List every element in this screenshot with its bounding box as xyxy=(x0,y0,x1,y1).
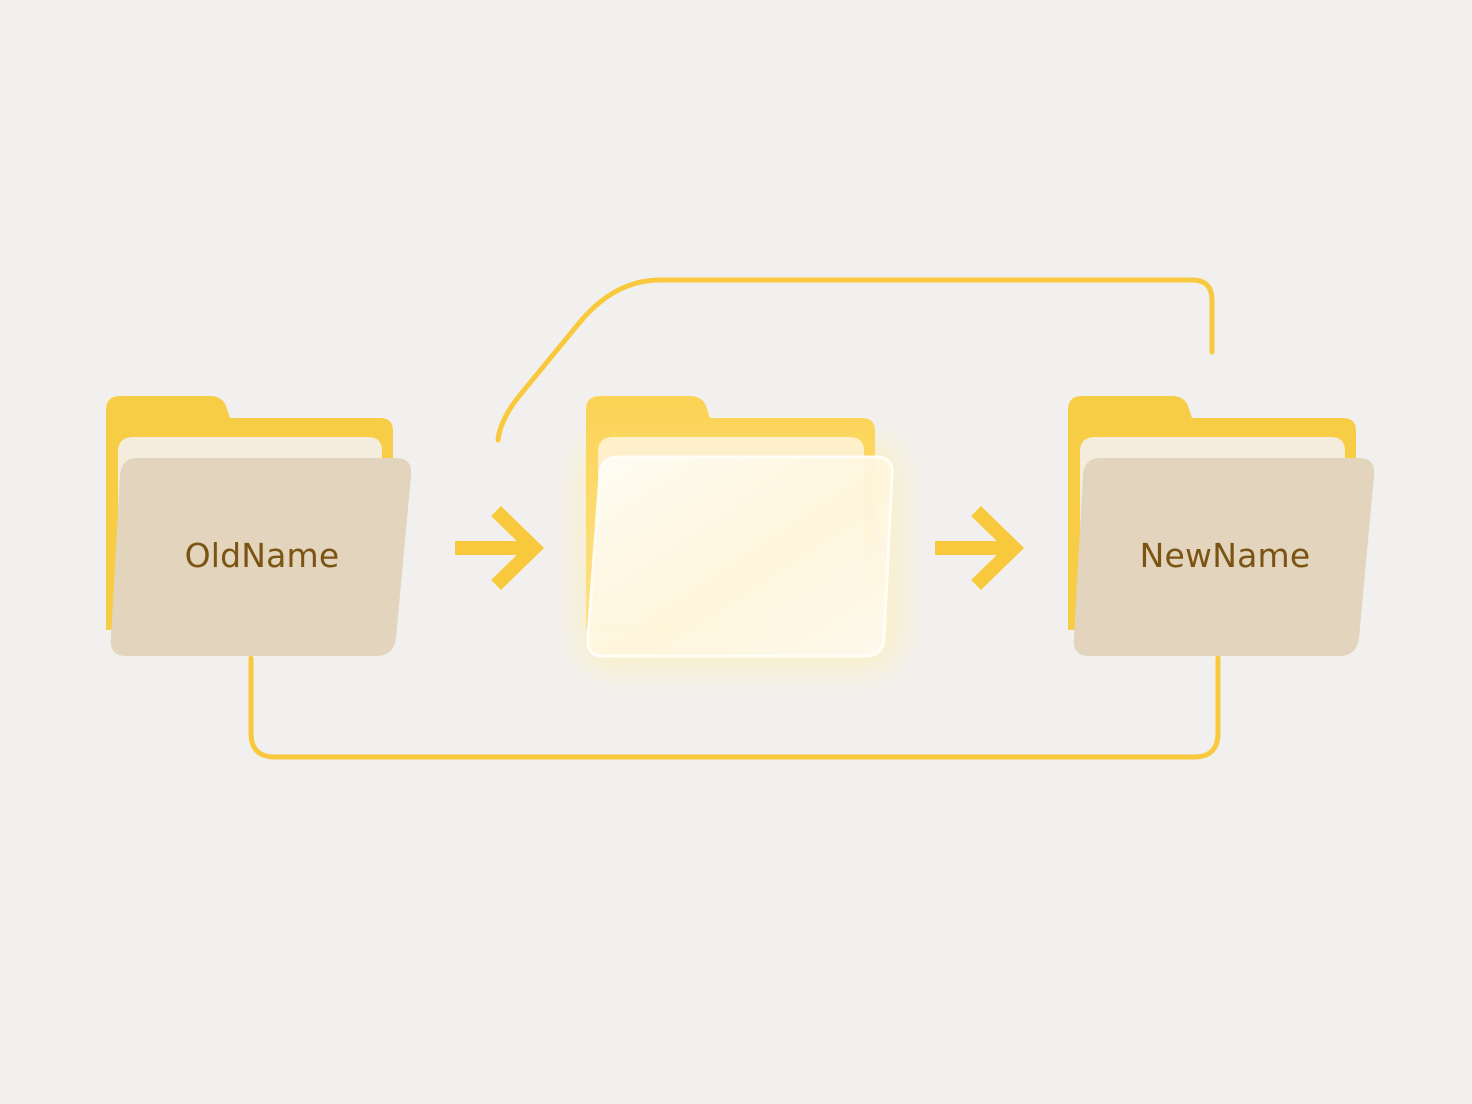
destination-folder-label: NewName xyxy=(1140,536,1311,575)
source-folder-icon xyxy=(106,396,412,656)
source-folder-label: OldName xyxy=(185,536,340,575)
translucent-folder-icon xyxy=(580,396,900,670)
source-folder[interactable]: OldName xyxy=(106,396,412,656)
destination-folder-icon xyxy=(1068,396,1375,656)
top-connector-line xyxy=(495,277,1215,443)
intermediate-folder[interactable] xyxy=(580,396,900,670)
arrow-right-icon-second xyxy=(935,505,1025,591)
bottom-connector-line xyxy=(248,655,1221,760)
destination-folder[interactable]: NewName xyxy=(1068,396,1375,656)
arrow-right-icon-first xyxy=(455,505,545,591)
